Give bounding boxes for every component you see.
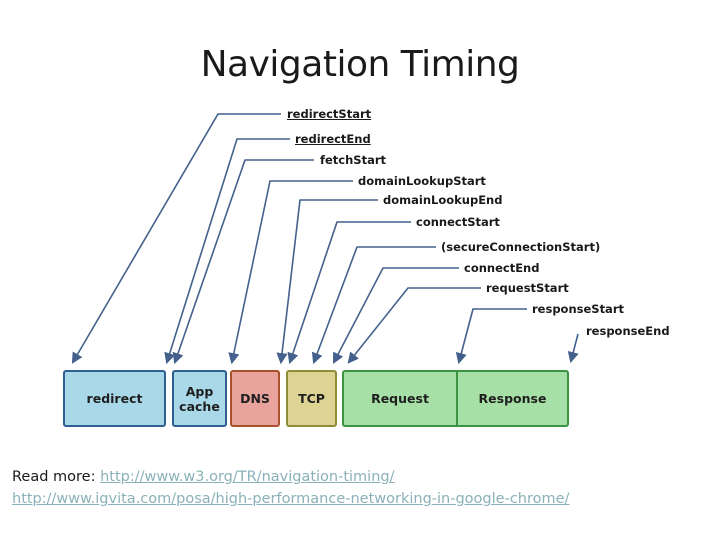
- connector-connect-end: [332, 267, 459, 364]
- phase-box-dns: DNS: [230, 370, 280, 427]
- timing-label-redirect-end: redirectEnd: [295, 132, 371, 146]
- connector-response-start: [455, 308, 527, 365]
- phase-box-tcp: TCP: [286, 370, 337, 427]
- timing-label-connect-end: connectEnd: [464, 261, 540, 275]
- connector-redirect-start: [71, 113, 281, 364]
- connector-secure-connection-start: [311, 246, 436, 365]
- connector-fetch-start: [172, 159, 314, 365]
- connector-request-start: [347, 287, 481, 364]
- timing-label-response-start: responseStart: [532, 302, 624, 316]
- timing-label-secure-connection-start: (secureConnectionStart): [441, 240, 601, 254]
- timing-label-redirect-start: redirectStart: [287, 107, 372, 121]
- timing-label-fetch-start: fetchStart: [320, 153, 387, 167]
- phase-box-redirect: redirect: [63, 370, 166, 427]
- timing-label-domain-lookup-end: domainLookupEnd: [383, 193, 503, 207]
- link-igvita-article[interactable]: http://www.igvita.com/posa/high-performa…: [12, 491, 570, 507]
- timing-label-request-start: requestStart: [486, 281, 569, 295]
- phase-box-request: Request: [342, 370, 456, 427]
- timing-label-domain-lookup-start: domainLookupStart: [358, 174, 486, 188]
- phase-box-response: Response: [456, 370, 569, 427]
- timing-label-connect-start: connectStart: [416, 215, 500, 229]
- connector-connect-start: [287, 221, 411, 365]
- footer: Read more: http://www.w3.org/TR/navigati…: [12, 466, 569, 510]
- footer-line-1: Read more: http://www.w3.org/TR/navigati…: [12, 466, 569, 488]
- connector-domain-lookup-start: [228, 180, 353, 365]
- footer-line-2: http://www.igvita.com/posa/high-performa…: [12, 488, 569, 510]
- connector-response-end: [567, 333, 579, 364]
- read-more-label: Read more:: [12, 469, 96, 485]
- phase-box-app-cache: App cache: [172, 370, 227, 427]
- timing-label-response-end: responseEnd: [586, 324, 670, 338]
- connector-redirect-end: [164, 138, 290, 365]
- link-w3-navigation-timing[interactable]: http://www.w3.org/TR/navigation-timing/: [100, 469, 395, 485]
- connector-domain-lookup-end: [276, 199, 378, 365]
- slide-title: Navigation Timing: [200, 44, 520, 85]
